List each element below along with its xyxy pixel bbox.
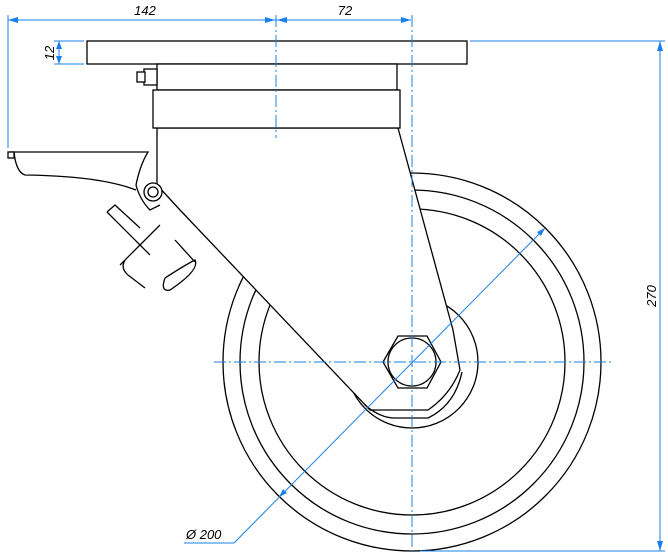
- dimension-top: 142 72: [7, 3, 411, 148]
- dimension-142-label: 142: [134, 3, 156, 18]
- dimension-plate: 12: [42, 40, 84, 65]
- fork: [156, 127, 461, 411]
- brake-assembly: [7, 151, 197, 291]
- top-plate: [86, 40, 468, 65]
- dimension-diameter-label: Ø 200: [185, 527, 222, 542]
- dimension-height: 270: [420, 40, 665, 552]
- dimension-diameter: Ø 200: [184, 227, 546, 544]
- dimension-12-label: 12: [42, 45, 57, 60]
- dimension-72-label: 72: [338, 3, 353, 18]
- dimension-270-label: 270: [644, 284, 659, 307]
- grease-nipple: [136, 68, 158, 86]
- swivel-housing: [156, 63, 398, 91]
